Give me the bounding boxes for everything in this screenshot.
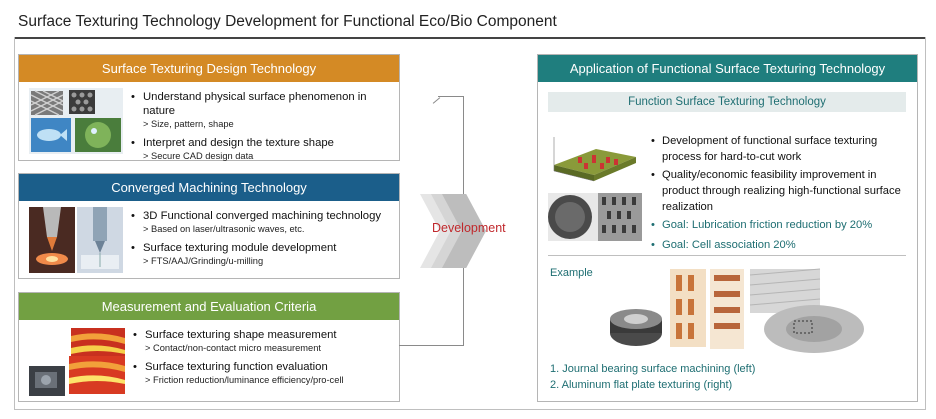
panel-design-header: Surface Texturing Design Technology	[19, 55, 399, 82]
page-title: Surface Texturing Technology Development…	[18, 13, 557, 30]
outer-frame	[14, 37, 926, 410]
panel-measurement: Measurement and Evaluation Criteria Surf…	[18, 292, 400, 402]
example-label: Example	[550, 267, 593, 279]
panel-machining-list: 3D Functional converged machining techno…	[129, 209, 381, 273]
panel-application: Application of Functional Surface Textur…	[537, 54, 918, 402]
panel-machining-header: Converged Machining Technology	[19, 174, 399, 201]
textured-part-image	[548, 193, 642, 241]
connector-top	[438, 96, 464, 97]
list-item: Understand physical surface phenomenon i…	[129, 90, 399, 118]
panel-measurement-header: Measurement and Evaluation Criteria	[19, 293, 399, 320]
panel-design-list: Understand physical surface phenomenon i…	[129, 90, 399, 168]
panel-design: Surface Texturing Design Technology	[18, 54, 400, 161]
caption-aluminum-plate: 2. Aluminum flat plate texturing (right)	[550, 379, 733, 391]
application-list: Development of functional surface textur…	[650, 133, 912, 255]
connector-bottom	[399, 345, 464, 346]
nature-texture-image	[29, 88, 123, 154]
list-subitem: > FTS/AAJ/Grinding/u-milling	[143, 256, 264, 266]
panel-application-header: Application of Functional Surface Textur…	[538, 55, 917, 82]
title-rule	[14, 37, 926, 39]
list-item: Development of functional surface textur…	[650, 133, 912, 165]
panel-machining: Converged Machining Technology 3D Functi…	[18, 173, 400, 279]
goal-item: Goal: Lubrication friction reduction by …	[650, 217, 912, 233]
section-divider	[548, 255, 906, 256]
list-item: Surface texturing module development	[129, 241, 381, 255]
example-images	[608, 267, 908, 359]
machining-image	[29, 207, 123, 273]
list-item: Surface texturing shape measurement	[131, 328, 344, 342]
list-subitem: > Contact/non-contact micro measurement	[145, 343, 321, 353]
list-item: Interpret and design the texture shape	[129, 136, 399, 150]
goal-item: Goal: Cell association 20%	[650, 237, 912, 253]
list-item: Quality/economic feasibility improvement…	[650, 167, 912, 215]
list-item: Surface texturing function evaluation	[131, 360, 344, 374]
list-subitem: > Secure CAD design data	[143, 151, 254, 161]
list-subitem: > Based on laser/ultrasonic waves, etc.	[143, 224, 305, 234]
list-item: 3D Functional converged machining techno…	[129, 209, 381, 223]
function-subheader: Function Surface Texturing Technology	[548, 92, 906, 112]
caption-journal-bearing: 1. Journal bearing surface machining (le…	[550, 363, 756, 375]
panel-measurement-list: Surface texturing shape measurement > Co…	[131, 328, 344, 392]
list-subitem: > Friction reduction/luminance efficienc…	[145, 375, 344, 385]
list-subitem: > Size, pattern, shape	[143, 119, 234, 129]
measurement-image	[27, 326, 127, 398]
development-label: Development	[432, 221, 506, 235]
surface-plot-image	[548, 127, 640, 189]
